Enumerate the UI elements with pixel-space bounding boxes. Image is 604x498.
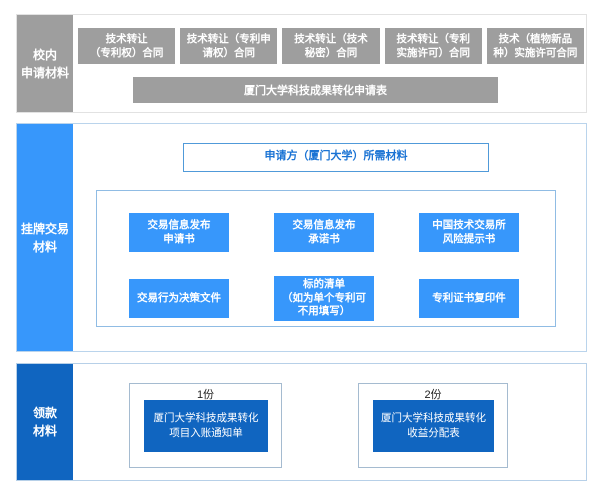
application-form-bar: 厦门大学科技成果转化申请表 [133,77,498,103]
documents-grid: 交易信息发布 申请书 交易信息发布 承诺书 中国技术交易所 风险提示书 交易行为… [129,213,519,321]
doc-box-subject-list: 标的清单 （如为单个专利可 不用填写） [274,276,374,321]
contract-box-patent-license: 技术转让（专利 实施许可）合同 [384,28,482,64]
documents-panel: 交易信息发布 申请书 交易信息发布 承诺书 中国技术交易所 风险提示书 交易行为… [96,190,556,327]
section-listing-materials: 挂牌交易 材料 申请方（厦门大学）所需材料 交易信息发布 申请书 交易信息发布 … [16,123,587,352]
contract-box-technical-secret: 技术转让（技术 秘密）合同 [282,28,380,64]
section-campus-materials: 校内 申请材料 技术转让 （专利权）合同 技术转让（专利申 请权）合同 技术转让… [16,14,587,113]
sidebar-listing-label: 挂牌交易 材料 [17,124,73,351]
sidebar-payment-label: 领款 材料 [17,364,73,480]
doc-box-risk-notice: 中国技术交易所 风险提示书 [419,213,519,252]
section-payment-materials: 领款 材料 1份 厦门大学科技成果转化 项目入账通知单 2份 厦门大学科技成果转… [16,363,587,481]
copy-count-label: 2份 [424,389,442,401]
payment-group-1: 1份 厦门大学科技成果转化 项目入账通知单 [129,383,282,468]
applicant-header-box: 申请方（厦门大学）所需材料 [183,143,489,172]
contract-row: 技术转让 （专利权）合同 技术转让（专利申 请权）合同 技术转让（技术 秘密）合… [78,28,585,64]
doc-box-info-release-commitment: 交易信息发布 承诺书 [274,213,374,252]
contract-box-patent-application-right: 技术转让（专利申 请权）合同 [180,28,278,64]
sidebar-campus-label: 校内 申请材料 [17,15,73,112]
doc-box-decision-document: 交易行为决策文件 [129,278,229,318]
payment-doc-entry-notice: 厦门大学科技成果转化 项目入账通知单 [144,400,268,452]
contract-box-plant-variety-license: 技术（植物新品 种）实施许可合同 [486,28,585,64]
doc-box-info-release-application: 交易信息发布 申请书 [129,213,229,252]
payment-doc-income-distribution: 厦门大学科技成果转化 收益分配表 [373,400,494,452]
contract-box-patent-right: 技术转让 （专利权）合同 [78,28,176,64]
payment-group-2: 2份 厦门大学科技成果转化 收益分配表 [358,383,508,468]
copy-count-label: 1份 [196,389,215,401]
doc-box-patent-certificate-copy: 专利证书复印件 [419,278,519,318]
